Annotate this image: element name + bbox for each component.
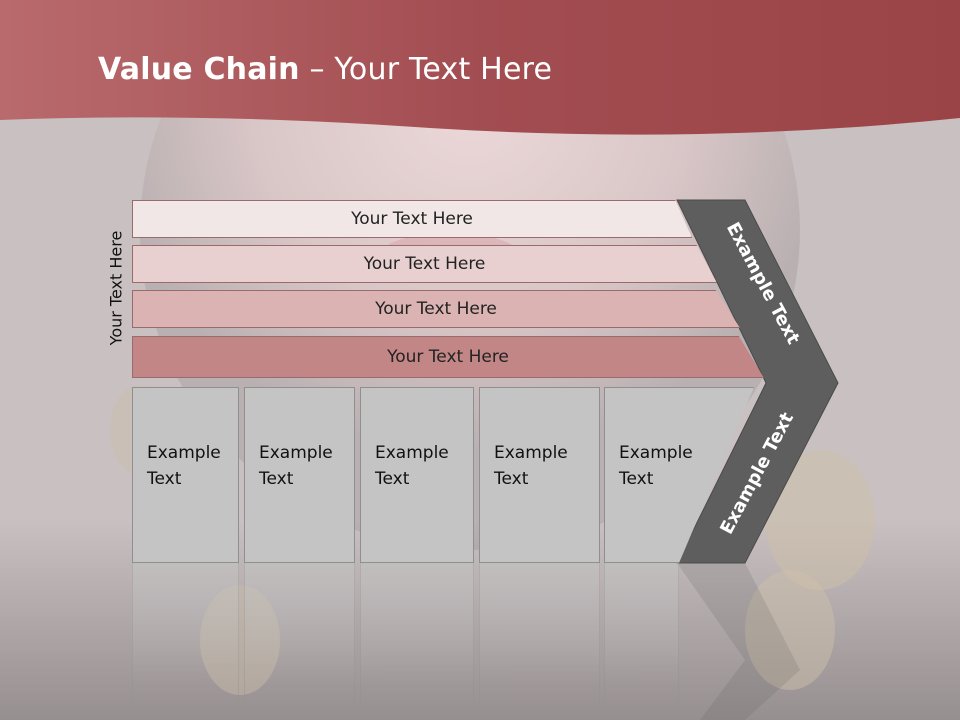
page-title: Value Chain – Your Text Here bbox=[98, 52, 552, 87]
bar-3-label: Your Text Here bbox=[375, 299, 497, 319]
box-3-line1: Example bbox=[375, 443, 449, 463]
bar-2-label: Your Text Here bbox=[363, 254, 486, 274]
header-band bbox=[0, 0, 960, 135]
box-2-line2: Text bbox=[259, 469, 294, 489]
box-4-line1: Example bbox=[494, 443, 568, 463]
bar-1-label: Your Text Here bbox=[351, 209, 473, 229]
box-1-line2: Text bbox=[147, 469, 182, 489]
box-4-line2: Text bbox=[494, 469, 529, 489]
box-5-line1: Example bbox=[619, 443, 693, 463]
reflection-3 bbox=[360, 563, 474, 703]
box-3-line2: Text bbox=[375, 469, 410, 489]
box-1-line1: Example bbox=[147, 443, 221, 463]
bar-3: Your Text Here bbox=[132, 290, 740, 328]
reflection-5 bbox=[604, 563, 679, 703]
box-5-line2: Text bbox=[619, 469, 654, 489]
bar-2: Your Text Here bbox=[132, 245, 717, 283]
box-2-line1: Example bbox=[259, 443, 333, 463]
reflection-4 bbox=[479, 563, 600, 703]
activity-box-3: Example Text bbox=[360, 387, 474, 563]
bar-4: Your Text Here bbox=[132, 336, 764, 378]
title-bold: Value Chain bbox=[98, 52, 300, 87]
bar-4-label: Your Text Here bbox=[387, 347, 509, 367]
bar-1: Your Text Here bbox=[132, 200, 692, 238]
reflection-2 bbox=[244, 563, 355, 703]
activity-box-4: Example Text bbox=[479, 387, 600, 563]
activity-box-1: Example Text bbox=[132, 387, 239, 563]
activity-box-2: Example Text bbox=[244, 387, 355, 563]
title-rest: – Your Text Here bbox=[299, 52, 553, 87]
side-label: Your Text Here bbox=[106, 230, 126, 346]
reflection-1 bbox=[132, 563, 239, 703]
